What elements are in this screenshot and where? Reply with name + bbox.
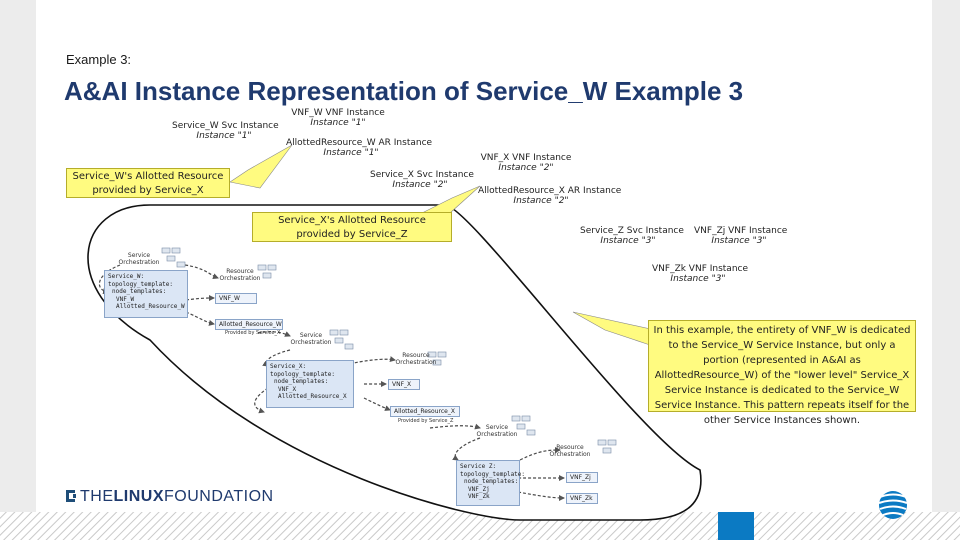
- template-w-line-3: node_templates:: [112, 288, 167, 295]
- vnf-zj-instance: VNF_Zj VNF Instance Instance "3": [694, 226, 788, 246]
- allotted-x-box: Allotted_Resource_X: [390, 406, 460, 417]
- vnf-zk-box: VNF_Zk: [566, 493, 598, 504]
- ar-w-instance-title: AllottedResource_W AR Instance: [286, 138, 433, 148]
- page-title: A&AI Instance Representation of Service_…: [64, 76, 744, 106]
- vnf-x-box: VNF_X: [388, 379, 420, 390]
- vnf-w-box: VNF_W: [215, 293, 257, 304]
- linux-foundation-logo: THELINUXFOUNDATION: [80, 488, 274, 506]
- explanation-callout: In this example, the entirety of VNF_W i…: [648, 320, 916, 426]
- ar-x-instance-id: Instance "2": [513, 196, 569, 206]
- logo-linux: LINUX: [113, 488, 164, 505]
- service-x-instance-id: Instance "2": [392, 180, 448, 190]
- vnf-x-instance-id: Instance "2": [498, 163, 554, 173]
- ar-x-instance: AllottedResource_X AR Instance Instance …: [478, 186, 622, 206]
- ar-w-instance: AllottedResource_W AR Instance Instance …: [286, 138, 433, 158]
- service-z-instance: Service_Z Svc Instance Instance "3": [580, 226, 684, 246]
- service-w-instance-id: Instance "1": [196, 131, 252, 141]
- allotted-w-box: Allotted_Resource_W: [215, 319, 283, 330]
- template-x-line-3: node_templates:: [274, 378, 329, 385]
- template-z-line-5: VNF_Zk: [468, 493, 490, 500]
- service-orchestration-2: Service Orchestration: [290, 332, 332, 346]
- template-x-line-2: topology_template:: [270, 370, 336, 378]
- template-service-z: Service Z: topology_template: node_templ…: [456, 460, 526, 506]
- vnf-w-instance: VNF_W VNF Instance Instance "1": [286, 108, 390, 128]
- vnf-x-instance: VNF_X VNF Instance Instance "2": [478, 153, 574, 173]
- service-w-instance: Service_W Svc Instance Instance "1": [172, 121, 279, 141]
- vnf-zk-instance-id: Instance "3": [670, 274, 726, 284]
- att-globe-icon: [879, 491, 907, 519]
- service-orchestration-3: Service Orchestration: [476, 424, 518, 438]
- provided-by-x: Provided by Service_X: [225, 330, 281, 336]
- vnf-zj-instance-title: VNF_Zj VNF Instance: [694, 226, 788, 236]
- template-service-x: Service_X: topology_template: node_templ…: [266, 360, 354, 408]
- logo-the: THE: [80, 488, 114, 505]
- template-x-line-4: VNF_X: [278, 385, 297, 393]
- service-orchestration-1: Service Orchestration: [118, 252, 160, 266]
- callout-w-allotted: Service_W's Allotted Resource provided b…: [66, 168, 230, 198]
- vnf-w-instance-id: Instance "1": [310, 118, 366, 128]
- resource-orchestration-1: Resource Orchestration: [219, 268, 261, 282]
- callout-x-allotted: Service_X's Allotted Resource provided b…: [252, 212, 452, 242]
- template-w-line-2: topology_template:: [108, 280, 174, 288]
- service-z-instance-id: Instance "3": [600, 236, 656, 246]
- template-w-line-4: VNF_W: [116, 295, 135, 303]
- example-label: Example 3:: [66, 52, 132, 67]
- resource-orchestration-3: Resource Orchestration: [549, 444, 591, 458]
- template-z-line-1: Service Z:: [460, 463, 497, 470]
- service-x-instance-title: Service_X Svc Instance: [370, 170, 474, 180]
- template-x-line-5: Allotted_Resource_X: [278, 393, 347, 400]
- service-w-instance-title: Service_W Svc Instance: [172, 121, 279, 131]
- template-z-line-4: VNF_Zj: [468, 485, 490, 493]
- template-z-line-3: node_templates:: [464, 478, 519, 485]
- template-service-w: Service_W: topology_template: node_templ…: [104, 270, 188, 318]
- vnf-w-instance-title: VNF_W VNF Instance: [291, 108, 385, 118]
- vnf-x-instance-title: VNF_X VNF Instance: [480, 153, 572, 163]
- vnf-zk-instance: VNF_Zk VNF Instance Instance "3": [652, 264, 749, 284]
- vnf-zj-box: VNF_Zj: [566, 472, 598, 483]
- resource-orchestration-2: Resource Orchestration: [395, 352, 437, 366]
- vnf-zj-instance-id: Instance "3": [711, 236, 767, 246]
- ar-w-instance-id: Instance "1": [323, 148, 379, 158]
- template-x-line-1: Service_X:: [270, 363, 307, 370]
- ar-x-instance-title: AllottedResource_X AR Instance: [478, 186, 622, 196]
- template-w-line-1: Service_W:: [108, 273, 145, 280]
- provided-by-z: Provided by Service_Z: [398, 418, 454, 424]
- template-z-line-2: topology_template:: [460, 470, 526, 478]
- template-w-line-5: Allotted_Resource_W: [116, 303, 185, 310]
- vnf-zk-instance-title: VNF_Zk VNF Instance: [652, 264, 749, 274]
- service-z-instance-title: Service_Z Svc Instance: [580, 226, 684, 236]
- service-x-instance: Service_X Svc Instance Instance "2": [370, 170, 474, 190]
- logo-foundation: FOUNDATION: [164, 488, 274, 505]
